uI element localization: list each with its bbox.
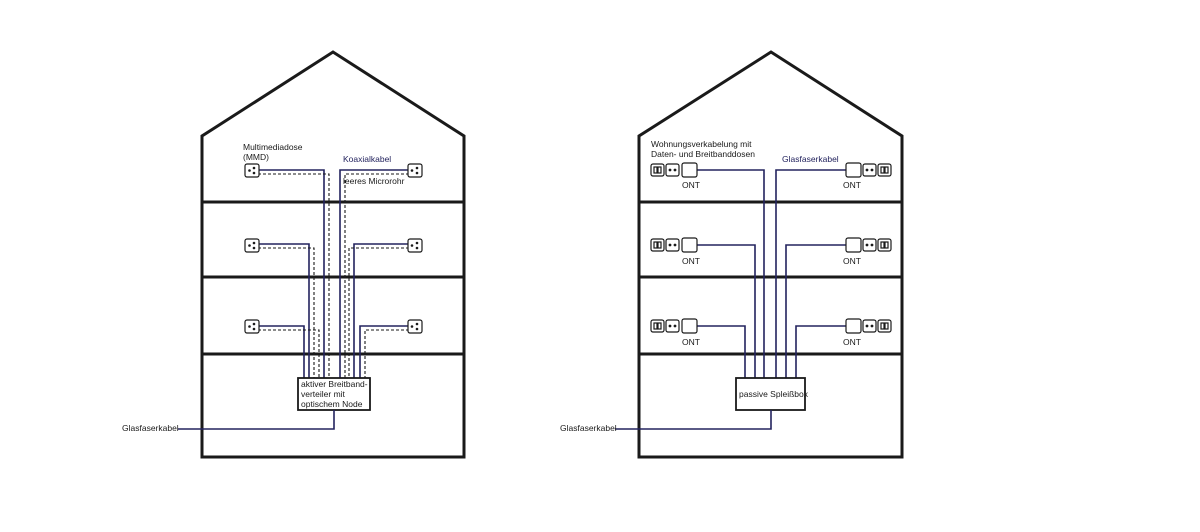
mmd-socket — [407, 163, 423, 178]
left-mmd-sockets — [244, 163, 423, 334]
inhouse-fiber-label: Glasfaserkabel — [782, 154, 839, 164]
mmd-socket — [407, 319, 423, 334]
left-microtubes — [258, 173, 409, 378]
mmd-socket — [244, 238, 260, 253]
right-right-socket-group — [845, 162, 892, 334]
ont-label: ONT — [843, 256, 861, 266]
ont-label: ONT — [682, 180, 700, 190]
ont-label: ONT — [682, 256, 700, 266]
distributor-label-3: optischem Node — [301, 399, 363, 409]
ont-label: ONT — [843, 337, 861, 347]
left-house: aktiver Breitband- verteiler mit optisch… — [122, 50, 466, 459]
ont-box — [681, 318, 698, 334]
right-house-outline — [637, 50, 904, 459]
mmd-socket — [244, 319, 260, 334]
ont-box — [845, 318, 862, 334]
wiring-label-2: Daten- und Breitbanddosen — [651, 149, 755, 159]
wiring-label-1: Wohnungsverkabelung mit — [651, 139, 752, 149]
ont-label: ONT — [682, 337, 700, 347]
distributor-label-1: aktiver Breitband- — [301, 379, 368, 389]
passive-splice-box — [735, 377, 806, 411]
mmd-label-2: (MMD) — [243, 152, 269, 162]
ont-box — [845, 162, 862, 178]
coax-label: Koaxialkabel — [343, 154, 391, 164]
right-incoming-fiber — [615, 410, 772, 430]
mmd-label-1: Multimediadose — [243, 142, 303, 152]
ont-label: ONT — [843, 180, 861, 190]
ont-box — [845, 237, 862, 253]
active-distributor-box — [297, 377, 371, 411]
left-house-outline — [200, 50, 466, 459]
microtube-label: leeres Microrohr — [343, 176, 405, 186]
distributor-label-2: verteiler mit — [301, 389, 346, 399]
right-inhouse-fibers — [697, 169, 846, 378]
right-house: ONT ONT ONT ONT ONT ONT passive Spleißbo… — [560, 50, 904, 459]
mmd-socket — [244, 163, 260, 178]
right-left-socket-group — [650, 162, 698, 334]
left-coax-cables — [258, 169, 409, 378]
left-fiber-label: Glasfaserkabel — [122, 423, 179, 433]
ont-box — [681, 162, 698, 178]
splice-box-label: passive Spleißbox — [739, 389, 809, 399]
mmd-socket — [407, 238, 423, 253]
ont-box — [681, 237, 698, 253]
right-fiber-label: Glasfaserkabel — [560, 423, 617, 433]
left-incoming-fiber — [178, 410, 335, 430]
